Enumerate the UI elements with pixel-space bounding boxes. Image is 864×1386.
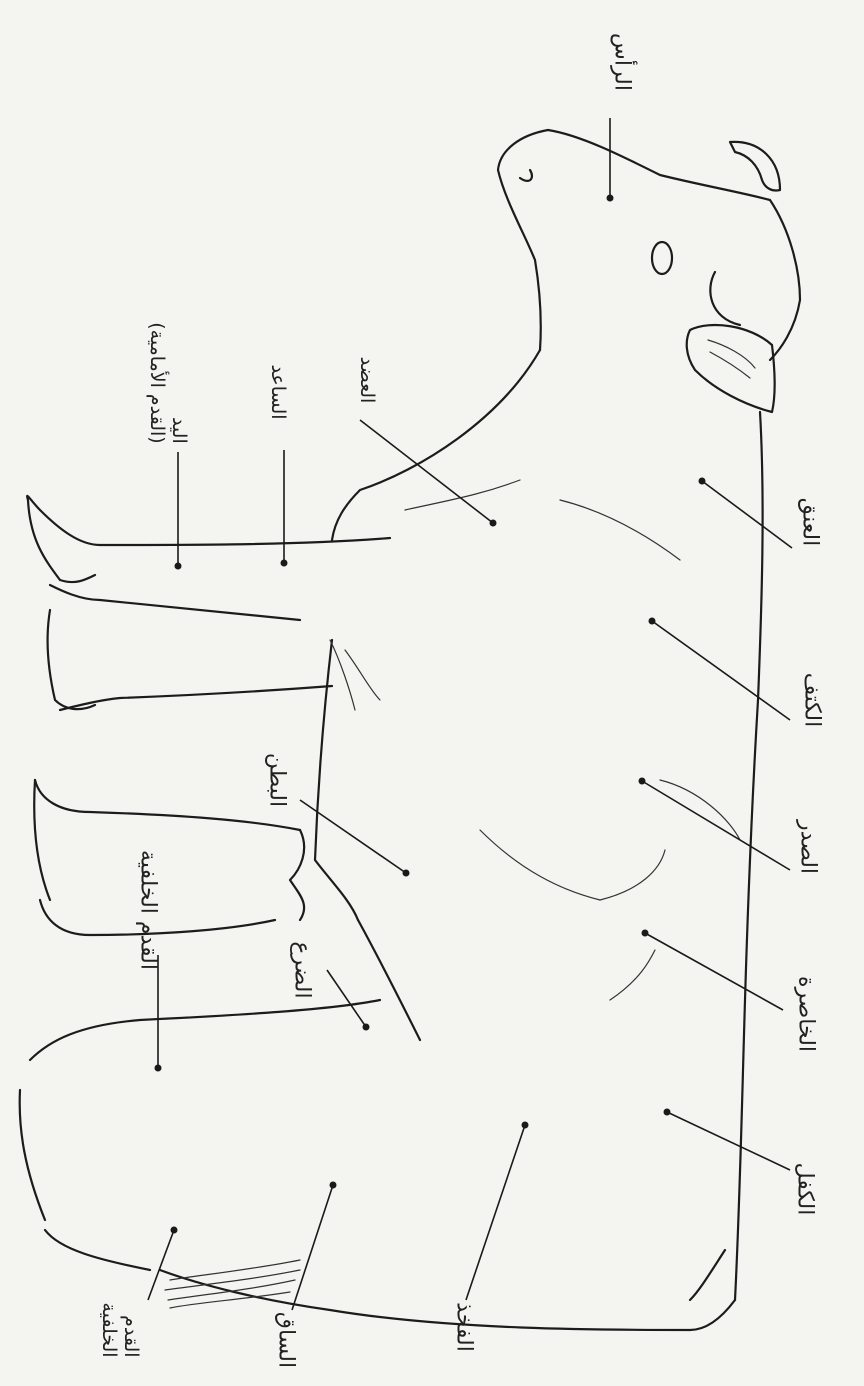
cow-outline [20, 130, 800, 1330]
label-arm-main: اليد [168, 322, 190, 443]
label-belly: البطن [265, 753, 290, 807]
label-arm: اليد (القدم الأمامية) [146, 322, 190, 443]
leader-lines [148, 118, 792, 1310]
label-hind-foot-2-main: القدم [120, 1302, 142, 1357]
label-arm-sub: (القدم الأمامية) [146, 322, 168, 443]
label-thigh: الفخذ [452, 1302, 477, 1352]
label-neck: العنق [798, 498, 823, 546]
label-hind-foot: القدم الخلفية [136, 850, 161, 970]
label-shoulder: العضد [356, 357, 378, 404]
label-flank: الخاصرة [794, 976, 819, 1052]
label-hind-foot-2: القدم الخلفية [98, 1302, 142, 1357]
label-head: الرأس [610, 33, 635, 91]
label-leg: الساق [274, 1312, 299, 1368]
label-shoulder-blade: الكتف [800, 673, 825, 727]
label-chest: الصدر [796, 820, 821, 874]
label-udder: الضرع [290, 941, 315, 998]
label-hind-foot-2-sub: الخلفية [98, 1302, 120, 1357]
label-forearm: الساعد [267, 364, 289, 419]
label-rump: الكفل [793, 1163, 818, 1216]
